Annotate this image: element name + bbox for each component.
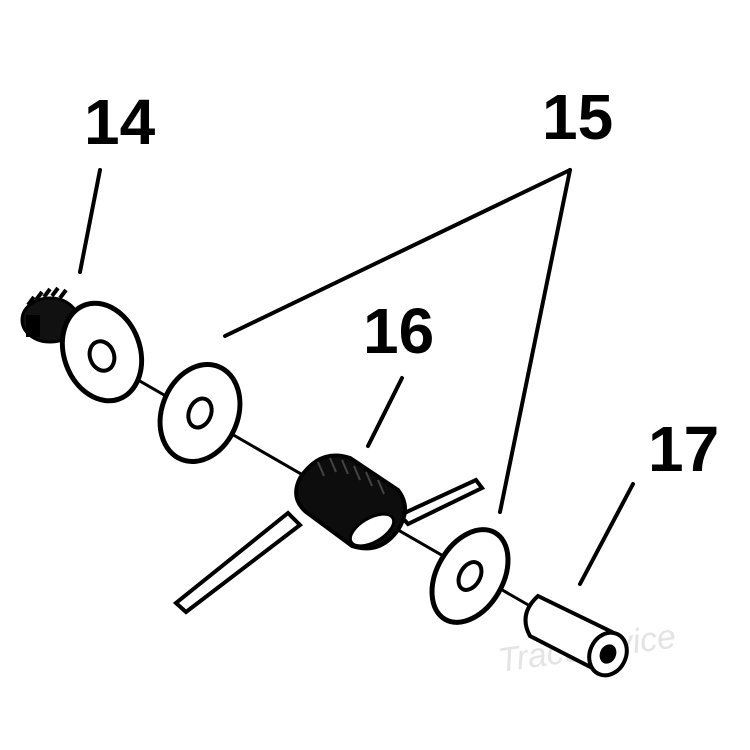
nut-hole — [87, 339, 117, 373]
leader-16 — [366, 376, 404, 448]
washer-left-hole — [186, 396, 214, 430]
part-16-spring — [172, 453, 486, 615]
part-14-nut — [20, 286, 145, 404]
spring-coil-turns — [317, 457, 385, 495]
spring-short-leg — [396, 477, 486, 527]
callout-16: 16 — [363, 295, 434, 367]
leader-15-right — [498, 168, 572, 514]
callout-17: 17 — [648, 413, 719, 485]
leader-15-left — [223, 168, 572, 338]
spring-long-leg — [172, 510, 304, 615]
part-15-washer-left — [157, 362, 243, 464]
leader-14 — [78, 168, 102, 274]
part-15-washer-right — [429, 527, 511, 625]
spring-end-face — [348, 512, 396, 548]
part-17-bushing — [523, 593, 629, 678]
callout-15: 15 — [542, 81, 613, 153]
bushing-bore — [599, 644, 617, 664]
leader-17 — [578, 482, 635, 586]
washer-right-hole — [456, 560, 484, 592]
callout-14: 14 — [84, 86, 156, 158]
